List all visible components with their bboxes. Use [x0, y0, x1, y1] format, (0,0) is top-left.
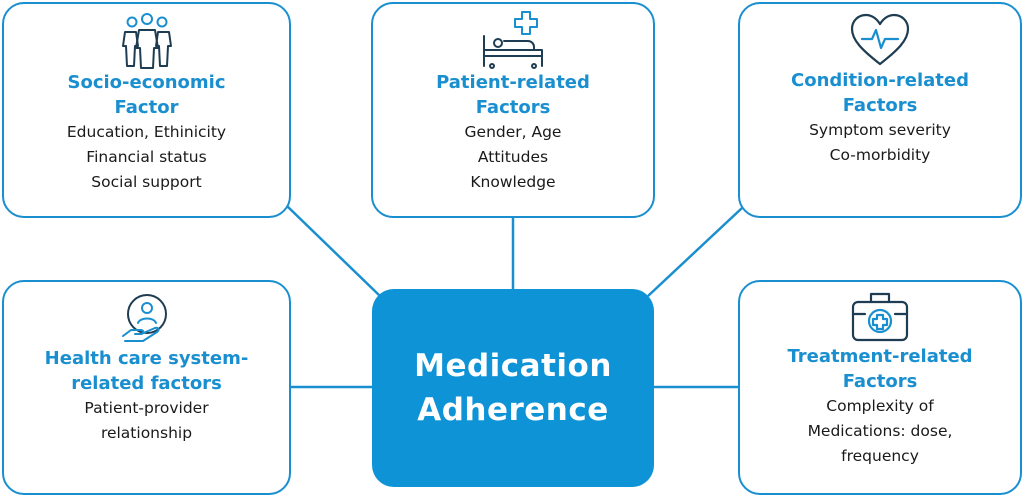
socio-title-line2: Factor [114, 97, 179, 118]
condition-detail: Co-morbidity [829, 146, 931, 164]
treatment-detail: Complexity of [826, 397, 934, 415]
condition-title-line2: Factors [842, 95, 918, 116]
treatment-detail: frequency [841, 447, 919, 465]
health-detail: relationship [100, 424, 193, 442]
connector-socio [286, 205, 381, 297]
socio-detail: Social support [91, 173, 202, 191]
heart-pulse-icon [850, 13, 910, 66]
patient-related-card: Patient-related Factors Gender, Age Atti… [371, 2, 655, 218]
socio-economic-card: Socio-economic Factor Education, Ethinic… [2, 2, 291, 218]
condition-title-line1: Condition-related [791, 70, 969, 91]
condition-related-card: Condition-related Factors Symptom severi… [738, 2, 1022, 218]
patient-title-line2: Factors [475, 97, 551, 118]
people-group-icon [121, 13, 172, 69]
patient-detail: Knowledge [470, 173, 556, 191]
treatment-related-card: Treatment-related Factors Complexity of … [738, 280, 1022, 495]
socio-detail: Financial status [86, 148, 207, 166]
treatment-detail: Medications: dose, [807, 422, 953, 440]
patient-detail: Gender, Age [464, 123, 562, 141]
health-detail: Patient-provider [84, 399, 209, 417]
patient-detail: Attitudes [477, 148, 549, 166]
condition-detail: Symptom severity [809, 121, 951, 139]
socio-title-line1: Socio-economic [67, 72, 226, 93]
connector-condition [647, 207, 743, 297]
patient-title-line1: Patient-related [436, 72, 590, 93]
socio-detail: Education, Ethinicity [66, 123, 227, 141]
treatment-title-line2: Factors [842, 371, 918, 392]
hospital-bed-icon [483, 11, 543, 69]
health-title-line1: Health care system- [44, 348, 249, 369]
medical-kit-icon [851, 292, 909, 342]
health-care-system-card: Health care system- related factors Pati… [2, 280, 291, 495]
hand-care-icon [121, 294, 167, 342]
health-title-line2: related factors [71, 373, 222, 394]
center-title-line2: Adherence [417, 392, 609, 428]
medication-adherence-center: Medication Adherence [372, 289, 654, 487]
treatment-title-line1: Treatment-related [787, 346, 973, 367]
center-title-line1: Medication [414, 348, 612, 384]
